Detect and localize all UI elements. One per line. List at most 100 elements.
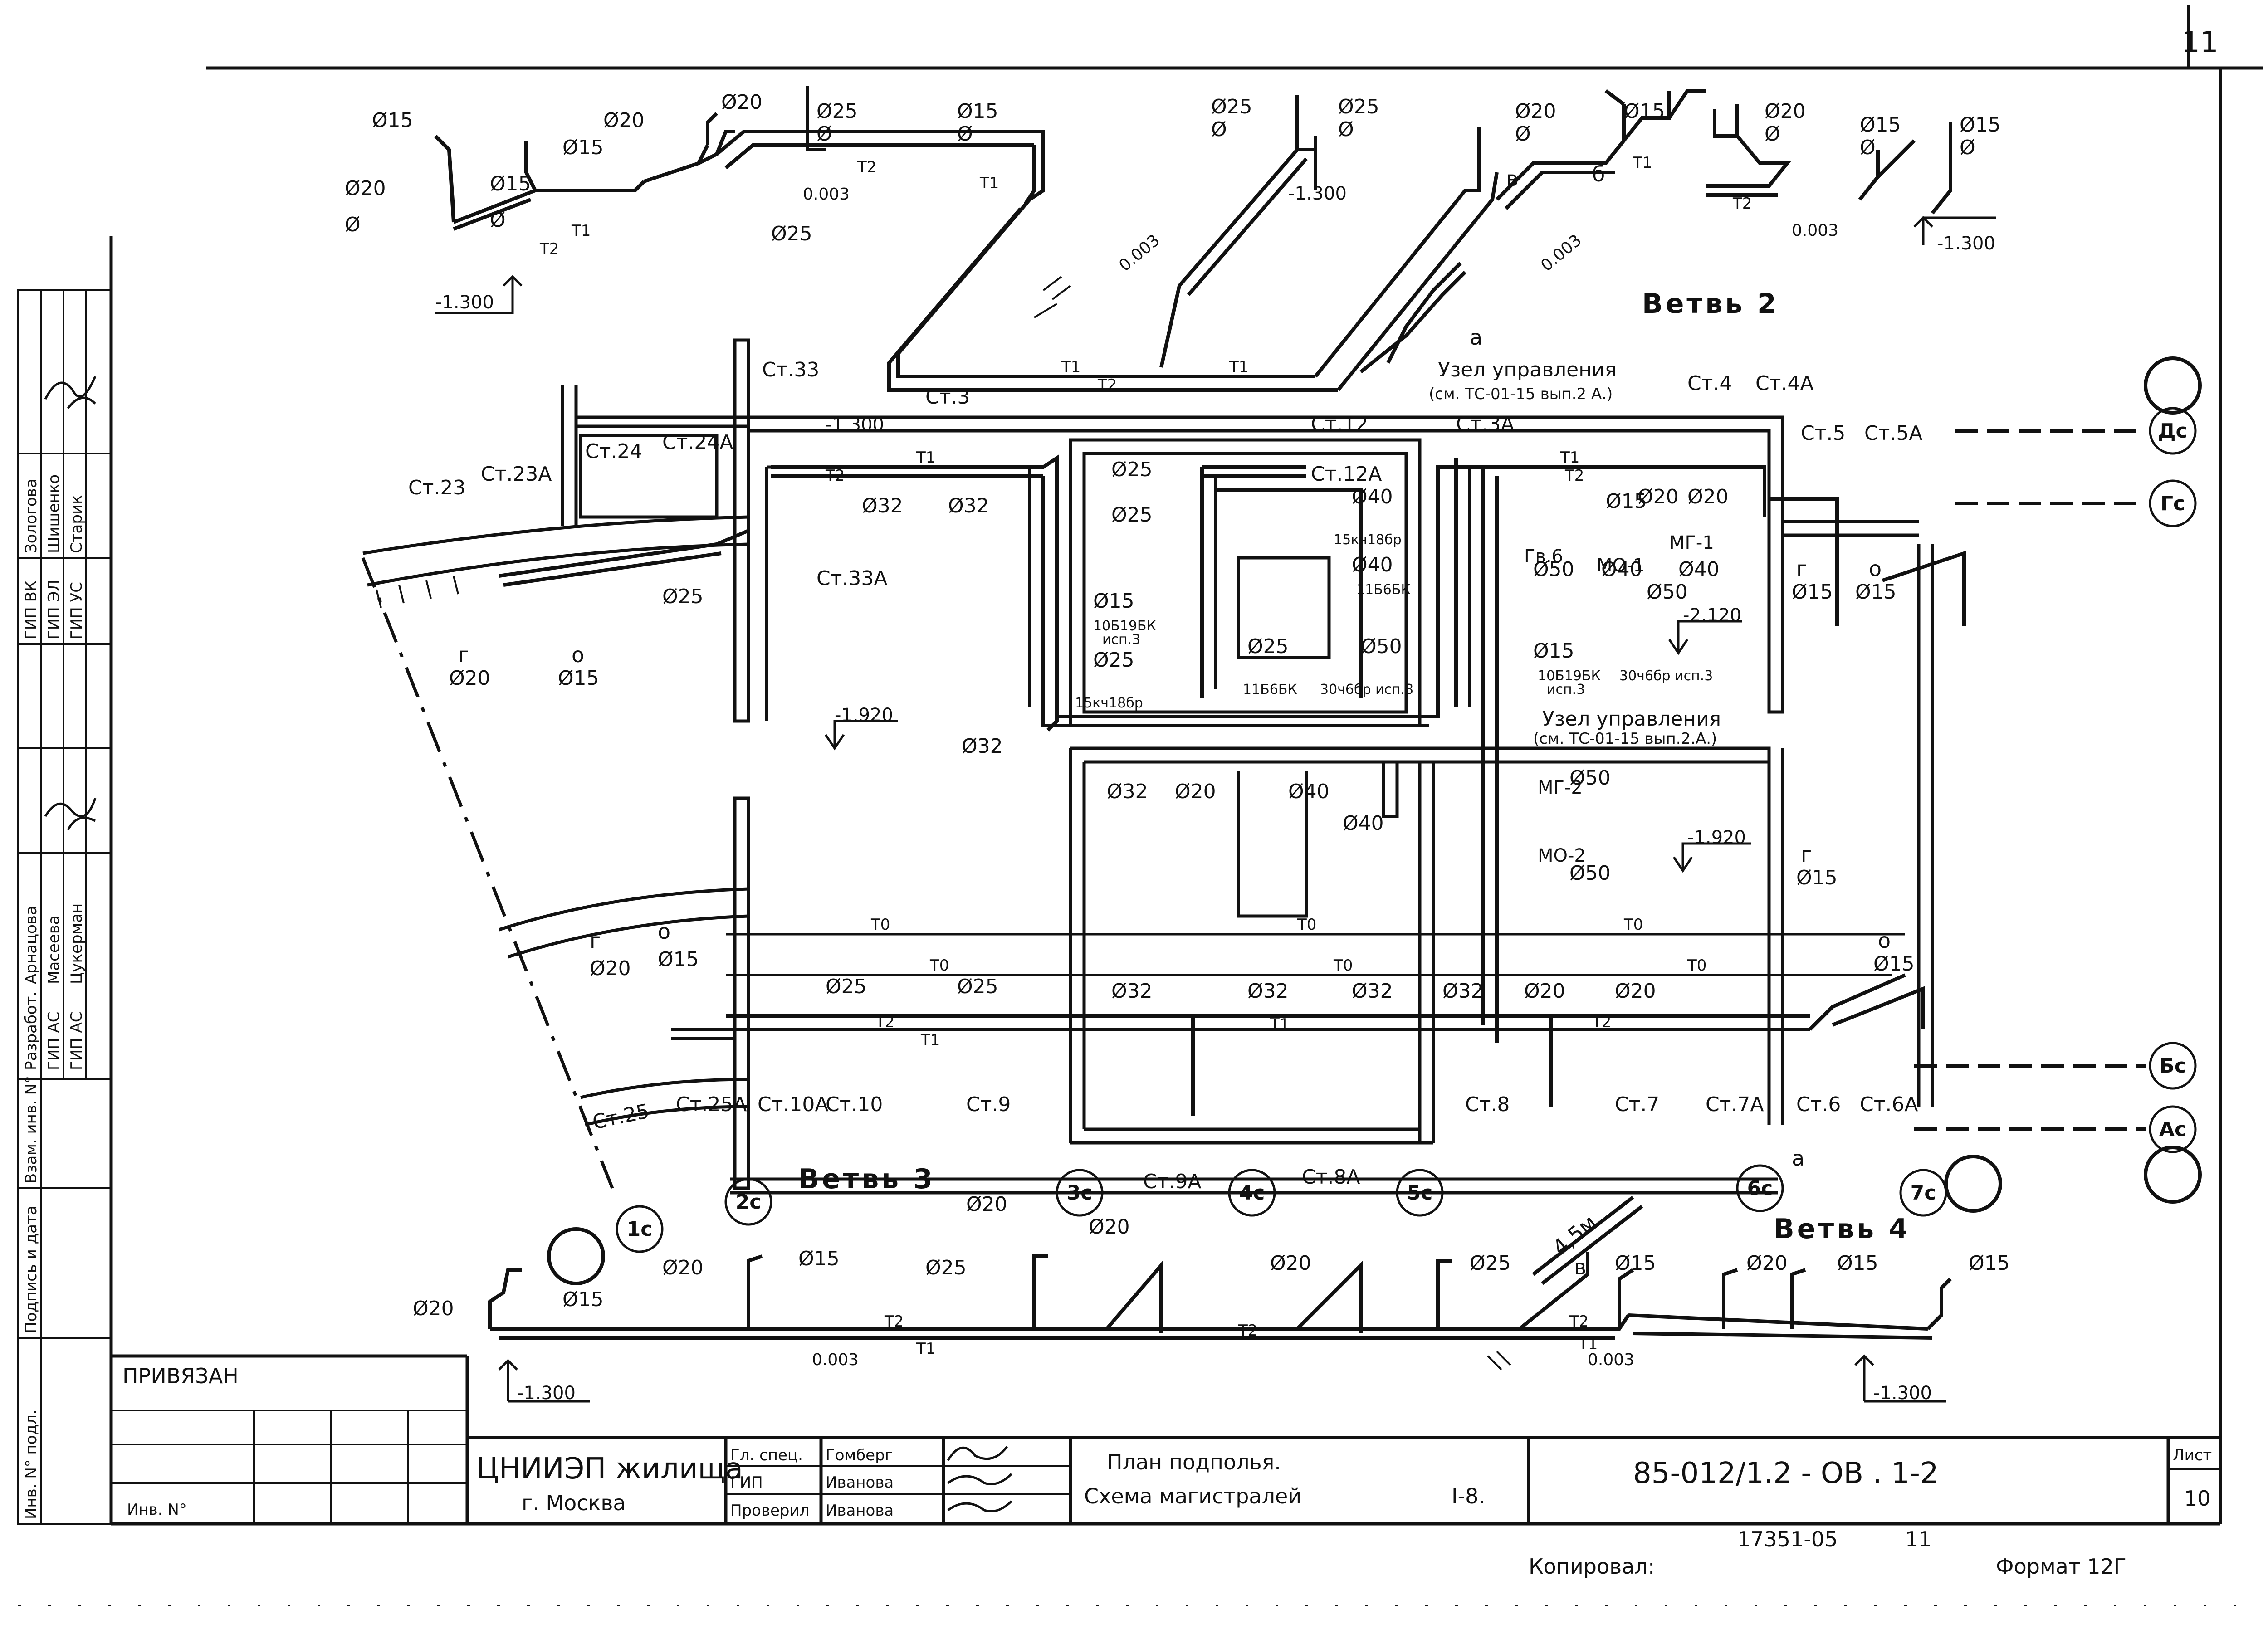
axis-label-g: Гс: [2160, 492, 2185, 515]
stamp-name: Старик: [68, 495, 86, 553]
diameter-label: Ø25: [1111, 458, 1153, 481]
marker: о: [1869, 556, 1882, 581]
pipe-code: Т1: [979, 174, 999, 192]
sheet-label: Лист: [2173, 1446, 2212, 1464]
diameter-label: Ø25: [816, 100, 858, 123]
sign-role: ГИП: [730, 1473, 763, 1492]
diameter-label: Ø20: [1524, 980, 1565, 1003]
diameter-label: Ø50: [1569, 766, 1611, 790]
elevation: -1.300: [1937, 233, 1995, 254]
axis-label-7: 7с: [1911, 1181, 1936, 1205]
pipe-code: Т0: [1623, 916, 1643, 934]
branch-3-label: Ветвь 3: [798, 1163, 935, 1195]
riser-label: Ст.10А: [758, 1093, 828, 1116]
marker: г: [1801, 842, 1812, 867]
axis-label-3: 3с: [1067, 1181, 1093, 1205]
diameter-label: Ø40: [1352, 485, 1393, 508]
stamp-name: Цукерман: [68, 903, 86, 984]
stamp-field: Взам. инв. N°: [22, 1076, 40, 1184]
control-node-note-1: Узел управления: [1438, 358, 1617, 381]
valve-note: 11Б6БК: [1243, 682, 1297, 697]
diameter-label: Ø15: [1624, 100, 1665, 123]
marker: г: [458, 643, 469, 667]
pipe-code: Т2: [875, 1013, 894, 1031]
marker: а: [1470, 325, 1482, 350]
elevation: -2.120: [1683, 605, 1741, 626]
riser-label: Ст.33А: [816, 567, 887, 590]
pipe-code: Т0: [929, 956, 949, 975]
diameter-label: Ø25: [1247, 635, 1289, 658]
stamp-role: ГИП УС: [68, 582, 86, 639]
diameter-label: Ø20: [1765, 100, 1806, 123]
diameter-label: Ø20: [590, 957, 631, 980]
valve-note: 30ч6бр исп.3: [1619, 668, 1713, 684]
drawing-sheet-code: I-8.: [1452, 1484, 1485, 1508]
diameter-label: Ø: [957, 122, 973, 146]
diameter-label: Ø20: [1746, 1252, 1788, 1275]
valve-note: исп.3: [1547, 682, 1585, 697]
diameter-label: Ø15: [562, 136, 604, 159]
diameter-label: Ø20: [1687, 485, 1729, 508]
diameter-label: Ø50: [1533, 558, 1574, 581]
elevation: -1.920: [835, 705, 893, 726]
valve-note: 15кч18бр: [1334, 532, 1402, 548]
diameter-label: Ø40: [1678, 558, 1720, 581]
stamp-role: ГИП ЭЛ: [45, 580, 63, 639]
diameter-label: Ø: [1960, 136, 1975, 159]
diameter-label: Ø15: [558, 667, 599, 690]
riser-label: Ст.24А: [662, 431, 733, 454]
diameter-label: Ø25: [771, 222, 812, 245]
pipe-code: Т2: [1564, 467, 1584, 485]
riser-label: Ст.25А: [676, 1093, 747, 1116]
sheet-value: 10: [2184, 1486, 2211, 1511]
stamp-role: ГИП АС: [68, 1011, 86, 1070]
stamp-name: Масеева: [45, 915, 63, 984]
valve-note: 30ч6бр исп.3: [1320, 682, 1413, 697]
diameter-label: Ø: [1515, 122, 1531, 146]
pipe-code: Т1: [1061, 358, 1080, 376]
marker: б: [1592, 162, 1605, 186]
riser-label: Ст.8: [1465, 1093, 1510, 1116]
pipe-code: Т2: [884, 1312, 904, 1331]
riser-label: Ст.10: [826, 1093, 883, 1116]
axis-label-1: 1с: [627, 1218, 653, 1241]
sign-name: Иванова: [826, 1473, 894, 1492]
riser-label: Ст.7А: [1706, 1093, 1764, 1116]
diameter-label: Ø: [816, 122, 832, 146]
sign-name: Иванова: [826, 1502, 894, 1520]
diameter-label: Ø50: [1569, 862, 1611, 885]
pipe-code: Т0: [1333, 956, 1353, 975]
diameter-labels: Ø15 Ø20 Ø Ø15 Ø Ø20 Ø15 Ø20 Ø25 Ø Ø15 Ø …: [345, 91, 2010, 1320]
riser-label: Ст.7: [1615, 1093, 1659, 1116]
riser-label: Ст.5А: [1864, 422, 1922, 445]
elevation: -1.300: [1288, 183, 1347, 204]
diameter-label: Ø40: [1352, 553, 1393, 576]
stamp-role: ГИП ВК: [22, 580, 40, 639]
riser-label: Ст.4: [1687, 372, 1732, 395]
diameter-label: Ø15: [1533, 639, 1574, 663]
axis-label-b: Бс: [2159, 1054, 2186, 1078]
slope: 0.003: [1792, 221, 1838, 240]
pipe-code: Т2: [1732, 195, 1752, 213]
plan-walls: [361, 338, 1934, 1195]
diameter-label: Ø15: [658, 948, 699, 971]
stamp-name: Зологова: [22, 478, 40, 553]
marker: а: [1792, 1146, 1804, 1171]
diameter-label: Ø32: [1352, 980, 1393, 1003]
diameter-label: Ø32: [862, 494, 903, 517]
diameter-label: Ø32: [948, 494, 989, 517]
diameter-label: Ø32: [1442, 980, 1484, 1003]
riser-label: Ст.6: [1796, 1093, 1841, 1116]
control-node-note-1-ref: (см. ТС-01-15 вып.2 А.): [1429, 385, 1613, 403]
drawing-title-line1: План подполья.: [1107, 1450, 1281, 1474]
diameter-label: Ø25: [1470, 1252, 1511, 1275]
pipe-code: Т1: [1270, 1015, 1289, 1034]
diameter-label: Ø25: [957, 975, 998, 998]
sign-role: Гл. спец.: [730, 1446, 803, 1464]
riser-label: Ст.3: [925, 385, 970, 409]
diameter-label: Ø20: [345, 177, 386, 200]
diameter-label: Ø20: [1637, 485, 1679, 508]
elevation: -1.300: [1873, 1383, 1932, 1404]
diameter-label: Ø20: [1515, 100, 1556, 123]
